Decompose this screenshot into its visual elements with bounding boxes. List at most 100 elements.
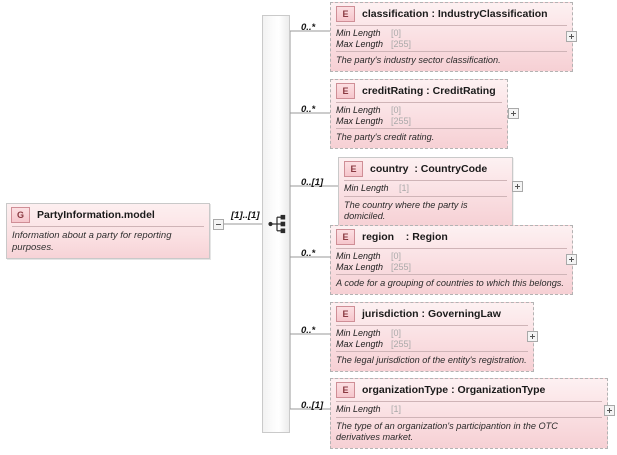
- collapse-toggle-partyinformation-model[interactable]: [213, 219, 224, 230]
- facet-label: Min Length: [336, 28, 381, 38]
- element-separator: :: [423, 85, 433, 97]
- divider: [336, 102, 502, 103]
- element-documentation: The legal jurisdiction of the entity's r…: [336, 355, 527, 366]
- element-documentation: The party's industry sector classificati…: [336, 55, 501, 66]
- facet-label: Min Length: [336, 328, 381, 338]
- cardinality-root: [1]..[1]: [231, 210, 260, 221]
- element-separator: :: [405, 231, 413, 243]
- divider: [336, 25, 567, 26]
- facet-row: Min Length [1]: [344, 183, 506, 194]
- element-name: organizationType: [362, 384, 449, 396]
- expand-toggle-organizationtype[interactable]: [604, 405, 615, 416]
- facet-label: Max Length: [336, 115, 384, 126]
- facet-row: Min Length [1]: [336, 404, 601, 415]
- element-icon: E: [336, 6, 355, 22]
- element-node-region[interactable]: E region : Region Min Length [0] Max Len…: [330, 225, 573, 295]
- element-node-jurisdiction[interactable]: E jurisdiction : GoverningLaw Min Length…: [330, 302, 534, 372]
- facet-label: Min Length: [336, 404, 381, 414]
- element-documentation: The party's credit rating.: [336, 132, 435, 143]
- element-node-organizationtype[interactable]: E organizationType : OrganizationType Mi…: [330, 378, 608, 449]
- element-node-creditrating[interactable]: E creditRating : CreditRating Min Length…: [330, 79, 508, 149]
- element-header: E country : CountryCode: [339, 158, 512, 180]
- facet-list: Min Length [0] Max Length [255]: [331, 249, 572, 274]
- facet-label: Max Length: [336, 38, 384, 49]
- cardinality-jurisdiction: 0..*: [301, 325, 316, 336]
- divider: [336, 248, 567, 249]
- cardinality-creditrating: 0..*: [301, 104, 316, 115]
- element-icon: E: [336, 306, 355, 322]
- divider: [336, 416, 602, 418]
- element-header: E region : Region: [331, 226, 572, 248]
- element-icon: E: [336, 382, 355, 398]
- divider: [336, 401, 602, 402]
- facet-list: Min Length [0] Max Length [255]: [331, 103, 507, 128]
- divider: [344, 180, 507, 181]
- element-documentation: A code for a grouping of countries to wh…: [336, 278, 564, 289]
- facet-value: [255]: [391, 38, 412, 49]
- group-icon: G: [11, 207, 30, 223]
- facet-value: [0]: [391, 28, 402, 38]
- expand-toggle-country[interactable]: [512, 181, 523, 192]
- cardinality-classification: 0..*: [301, 22, 316, 33]
- group-node-partyinformation-model[interactable]: G PartyInformation.model Information abo…: [6, 203, 210, 259]
- facet-list: Min Length [0] Max Length [255]: [331, 26, 572, 51]
- group-node-title: PartyInformation.model: [37, 209, 155, 221]
- facet-row: Max Length [255]: [336, 116, 501, 127]
- divider: [344, 195, 507, 197]
- element-icon: E: [344, 161, 363, 177]
- facet-row: Min Length [0]: [336, 328, 527, 339]
- element-separator: :: [418, 308, 428, 320]
- divider: [336, 128, 502, 130]
- facet-label: Min Length: [344, 183, 389, 193]
- expand-toggle-creditrating[interactable]: [508, 108, 519, 119]
- element-name: country: [370, 163, 415, 175]
- divider: [336, 274, 567, 276]
- element-name: jurisdiction: [362, 308, 419, 320]
- facet-row: Min Length [0]: [336, 28, 566, 39]
- facet-value: [0]: [391, 328, 402, 338]
- divider: [336, 325, 528, 326]
- element-header: E classification : IndustryClassificatio…: [331, 3, 572, 25]
- element-node-classification[interactable]: E classification : IndustryClassificatio…: [330, 2, 573, 72]
- expand-toggle-jurisdiction[interactable]: [527, 331, 538, 342]
- facet-value: [1]: [391, 404, 402, 414]
- facet-value: [0]: [391, 105, 402, 115]
- element-separator: :: [448, 384, 458, 396]
- facet-value: [255]: [391, 261, 412, 272]
- facet-list: Min Length [1]: [339, 181, 512, 196]
- divider: [336, 51, 567, 53]
- cardinality-country: 0..[1]: [301, 177, 324, 188]
- cardinality-region: 0..*: [301, 248, 316, 259]
- element-type: CreditRating: [432, 85, 496, 97]
- element-type: IndustryClassification: [437, 8, 548, 20]
- element-name: creditRating: [362, 85, 424, 97]
- expand-toggle-classification[interactable]: [566, 31, 577, 42]
- element-type: GoverningLaw: [427, 308, 501, 320]
- element-documentation: The type of an organization's participan…: [336, 420, 558, 443]
- element-separator: :: [414, 163, 421, 175]
- facet-value: [0]: [391, 251, 402, 261]
- facet-row: Max Length [255]: [336, 262, 566, 273]
- element-header: E jurisdiction : GoverningLaw: [331, 303, 533, 325]
- element-name: region: [362, 231, 406, 243]
- element-icon: E: [336, 229, 355, 245]
- facet-row: Min Length [0]: [336, 251, 566, 262]
- facet-list: Min Length [0] Max Length [255]: [331, 326, 533, 351]
- facet-label: Min Length: [336, 251, 381, 261]
- facet-value: [255]: [391, 115, 412, 126]
- element-type: OrganizationType: [457, 384, 546, 396]
- divider: [336, 351, 528, 353]
- element-type: Region: [412, 231, 448, 243]
- group-node-documentation: Information about a party for reporting …: [12, 230, 172, 253]
- element-node-country[interactable]: E country : CountryCode Min Length [1] T…: [338, 157, 513, 228]
- facet-label: Max Length: [336, 261, 384, 272]
- element-separator: :: [428, 8, 438, 20]
- facet-row: Min Length [0]: [336, 105, 501, 116]
- facet-label: Min Length: [336, 105, 381, 115]
- facet-label: Max Length: [336, 338, 384, 349]
- expand-toggle-region[interactable]: [566, 254, 577, 265]
- facet-row: Max Length [255]: [336, 339, 527, 350]
- facet-row: Max Length [255]: [336, 39, 566, 50]
- element-header: E creditRating : CreditRating: [331, 80, 507, 102]
